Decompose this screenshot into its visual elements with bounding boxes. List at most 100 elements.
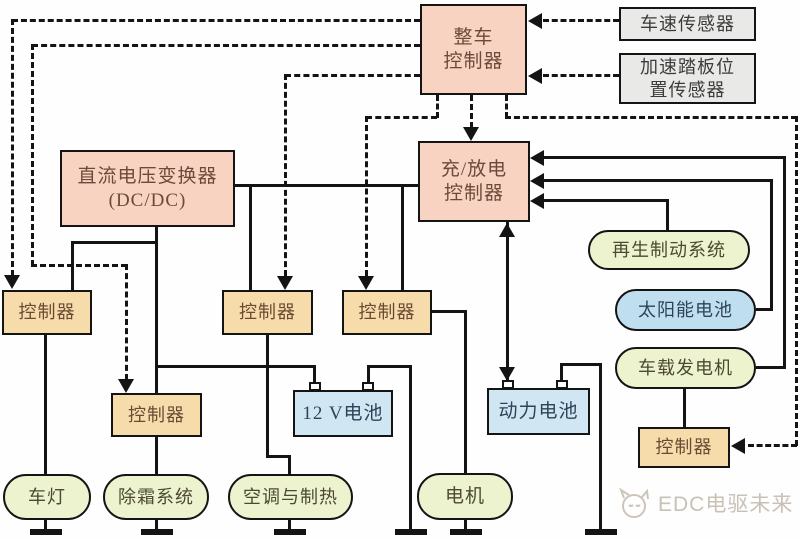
- arrowhead-into-ctrl-generator: [731, 438, 745, 454]
- node-label: 控制器: [239, 302, 296, 323]
- node-label: 整车 控制器: [443, 26, 504, 72]
- wire-into-12v-left-terminal: [313, 365, 316, 382]
- node-onboard-generator: 车载发电机: [615, 347, 756, 389]
- wire-hvac-step: [266, 455, 291, 458]
- node-controller-generator: 控制器: [638, 427, 730, 468]
- node-label: 控制器: [358, 302, 416, 323]
- node-label: 太阳能电池: [638, 299, 733, 320]
- wire-12v-ground-drop: [409, 365, 412, 531]
- node-lamp: 车灯: [3, 474, 91, 520]
- wire-ctrl-to-lamp: [44, 335, 47, 474]
- node-dcdc-converter: 直流电压变换器 (DC/DC): [60, 150, 235, 227]
- wire-generator-up: [783, 156, 786, 369]
- wire-generator-right: [756, 366, 786, 369]
- wire-regen-to-charge: [543, 199, 668, 202]
- node-hvac: 空调与制热: [228, 474, 353, 520]
- wire-ctrl-hvac-down: [266, 335, 269, 458]
- signal-vcu-left-2-drop2: [125, 264, 128, 380]
- signal-vcu-left-2-drop: [31, 44, 34, 266]
- signal-vcu-left-1: [12, 19, 420, 22]
- signal-vcu-bottom-3: [505, 95, 508, 118]
- ground-symbol: [30, 529, 62, 535]
- signal-right-edge-drop: [795, 116, 798, 446]
- node-label: 车速传感器: [640, 13, 735, 34]
- wire-12v-right-terminal: [367, 367, 370, 383]
- wire-solar-up: [770, 179, 773, 311]
- node-motor: 电机: [417, 473, 513, 520]
- wire-powerbattery-to-ground: [560, 363, 602, 366]
- arrowhead-into-vcu-pedal: [528, 68, 542, 84]
- wire-motor-ground: [464, 520, 467, 531]
- wire-powerbattery-ground-drop: [599, 363, 602, 531]
- wire-defrost-ground: [155, 520, 158, 531]
- node-label: 电机: [444, 485, 485, 507]
- watermark-text: EDC电驱未来: [658, 493, 794, 516]
- wire-regen-up: [666, 199, 669, 230]
- signal-pedal-sensor: [543, 74, 619, 77]
- wire-branch-12v: [155, 365, 316, 368]
- signal-vcu-to-charge: [470, 95, 473, 128]
- ground-symbol: [450, 529, 482, 535]
- arrowhead-down-into-powerbattery: [499, 367, 515, 381]
- signal-vcu-bottom-1: [436, 95, 439, 118]
- node-controller-hvac: 控制器: [222, 290, 313, 335]
- arrowhead-into-charge-3: [530, 193, 544, 209]
- node-controller-motor: 控制器: [342, 290, 432, 335]
- signal-into-ctrl-generator: [748, 444, 797, 447]
- node-defrost-system: 除霜系统: [103, 474, 209, 520]
- arrowhead-into-ctrl-lamp: [4, 275, 20, 289]
- node-label: 动力电池: [498, 400, 579, 422]
- signal-vcu-bottom-1-across: [366, 116, 437, 119]
- node-charge-discharge-controller: 充/放电 控制器: [418, 141, 530, 222]
- wire-branch-left: [72, 241, 157, 244]
- node-label: 空调与制热: [243, 486, 338, 507]
- wire-ctrl-motor-right: [432, 310, 467, 313]
- node-speed-sensor: 车速传感器: [619, 7, 756, 41]
- wire-generator-to-controller: [683, 389, 686, 427]
- wire-dcdc-to-charge: [235, 184, 418, 187]
- node-label: 车载发电机: [638, 357, 733, 378]
- node-label: 直流电压变换器 (DC/DC): [77, 165, 218, 211]
- node-controller-lamp: 控制器: [2, 290, 92, 335]
- signal-vcu-bottom-1-drop: [365, 116, 368, 276]
- wire-12v-to-ground: [367, 365, 412, 368]
- wire-generator-to-charge: [543, 156, 786, 159]
- ground-symbol: [141, 529, 173, 535]
- arrowhead-into-ctrl-hvac: [277, 276, 293, 290]
- edc-watermark: EDC电驱未来: [612, 486, 793, 520]
- arrowhead-into-charge-2: [530, 173, 544, 189]
- node-pedal-position-sensor: 加速踏板位 置传感器: [619, 53, 756, 104]
- wire-dcdc-down: [155, 227, 158, 393]
- node-controller-defrost: 控制器: [111, 393, 202, 437]
- wire-charge-powerbattery: [506, 222, 509, 381]
- arrowhead-into-charge-top: [463, 127, 479, 141]
- node-regen-braking-system: 再生制动系统: [588, 230, 750, 270]
- signal-vcu-bottom-3-across: [505, 116, 797, 119]
- node-label: 车灯: [28, 486, 66, 507]
- arrowhead-into-vcu-speed: [528, 13, 542, 29]
- node-label: 再生制动系统: [612, 239, 726, 260]
- signal-vcu-left-2: [32, 44, 420, 47]
- wire-ctrl-to-defrost: [155, 437, 158, 474]
- signal-vcu-left-3-drop: [284, 74, 287, 276]
- node-label: 控制器: [128, 404, 185, 425]
- wire-solar-to-charge: [543, 179, 773, 182]
- edc-mascot-icon: [619, 487, 649, 518]
- node-label: 12 V电池: [302, 402, 384, 424]
- wire-into-hvac: [288, 455, 291, 474]
- ground-symbol: [274, 529, 306, 535]
- node-solar-battery: 太阳能电池: [615, 289, 756, 331]
- ground-symbol: [395, 529, 427, 535]
- node-vehicle-controller: 整车 控制器: [420, 4, 527, 95]
- wire-into-motor: [464, 310, 467, 473]
- arrowhead-up-into-charge: [499, 223, 515, 237]
- wire-lamp-ground: [44, 520, 47, 531]
- node-label: 控制器: [655, 437, 713, 458]
- arrowhead-into-charge-1: [530, 150, 544, 166]
- node-power-battery: 动力电池: [487, 388, 590, 435]
- wire-powerbattery-right-terminal: [560, 363, 563, 381]
- wire-drop-ctrl-motor: [401, 186, 404, 290]
- arrowhead-into-ctrl-defrost: [118, 379, 134, 393]
- arrowhead-into-ctrl-motor: [358, 276, 374, 290]
